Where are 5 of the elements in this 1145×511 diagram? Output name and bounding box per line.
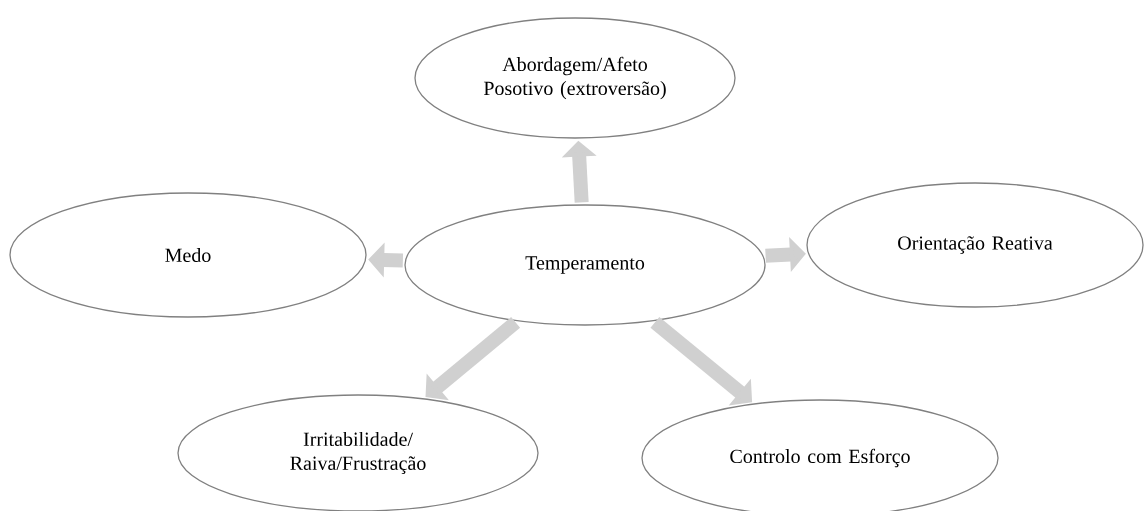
ellipse-node: Orientação Reativa — [806, 182, 1144, 308]
ellipse-node: Temperamento — [404, 204, 766, 326]
block-arrow — [425, 317, 521, 401]
ellipse-node: Abordagem/Afeto Posotivo (extroversão) — [414, 17, 736, 139]
ellipse-node: Medo — [9, 192, 367, 318]
